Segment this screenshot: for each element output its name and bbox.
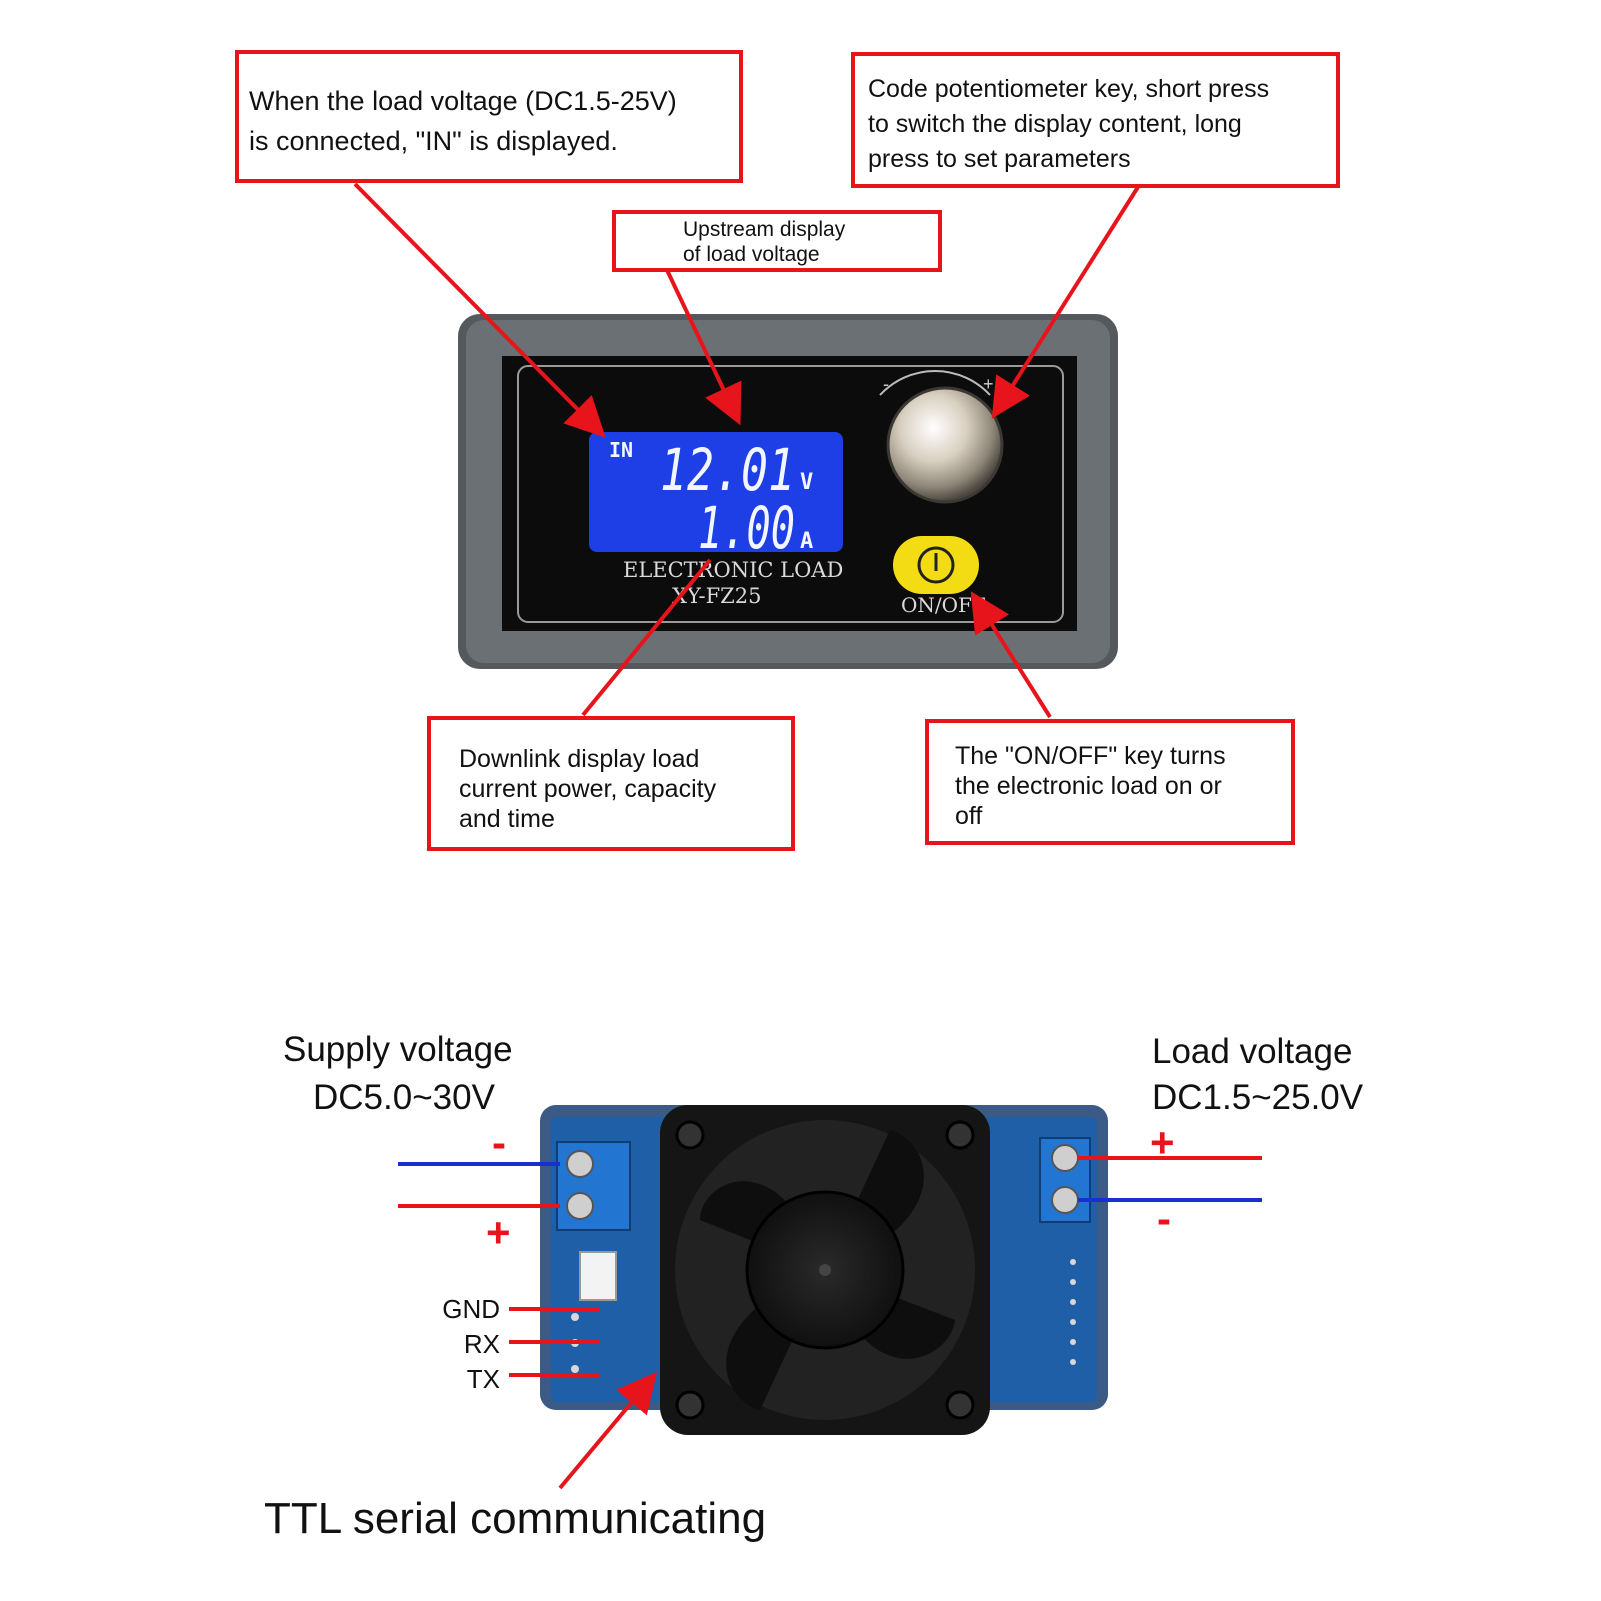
load-plus-sign: + xyxy=(1150,1119,1175,1166)
callout-in-indicator: When the load voltage (DC1.5-25V) is con… xyxy=(235,50,743,183)
pin-leader-lines xyxy=(509,1307,600,1377)
load-voltage-label: Load voltage xyxy=(1152,1032,1353,1071)
lcd-in-indicator: IN xyxy=(609,438,633,462)
load-minus-sign: - xyxy=(1157,1195,1171,1242)
power-icon xyxy=(917,546,955,584)
callout-in-indicator-text: When the load voltage (DC1.5-25V) is con… xyxy=(249,86,677,156)
cooling-fan xyxy=(660,1105,990,1435)
supply-terminal-block xyxy=(556,1141,631,1231)
load-wires xyxy=(1078,1156,1262,1202)
supply-voltage-range: DC5.0~30V xyxy=(313,1078,495,1117)
lcd-current-value: 1.00 xyxy=(698,494,795,562)
lcd-current-unit: A xyxy=(800,529,813,554)
onoff-button-label: ON/OFF xyxy=(901,593,986,617)
supply-wires xyxy=(398,1162,560,1208)
lcd-display: IN 12.01 V 1.00 A xyxy=(589,432,843,562)
ttl-arrow xyxy=(558,1371,658,1490)
pin-label-rx: RX xyxy=(463,1329,500,1359)
lcd-voltage-unit: V xyxy=(800,470,813,495)
onoff-button[interactable] xyxy=(893,536,979,594)
callout-arrows xyxy=(353,182,1140,719)
callout-downlink: Downlink display load current power, cap… xyxy=(427,716,795,851)
panel-label-line1: ELECTRONIC LOAD xyxy=(623,558,843,582)
pin-label-gnd: GND xyxy=(442,1294,500,1324)
knob-minus-icon: - xyxy=(883,374,889,394)
callout-downlink-text: Downlink display load current power, cap… xyxy=(459,745,717,833)
callout-encoder: Code potentiometer key, short press to s… xyxy=(851,52,1340,188)
knob-plus-icon: + xyxy=(983,374,994,394)
supply-minus-sign: - xyxy=(492,1119,506,1166)
load-voltage-range: DC1.5~25.0V xyxy=(1152,1078,1364,1117)
callout-onoff: The "ON/OFF" key turns the electronic lo… xyxy=(925,719,1295,845)
callout-encoder-text: Code potentiometer key, short press to s… xyxy=(868,75,1270,173)
supply-plus-sign: + xyxy=(486,1209,511,1256)
callout-upstream: Upstream display of load voltage xyxy=(612,210,942,272)
callout-upstream-text: Upstream display of load voltage xyxy=(683,218,846,266)
callout-onoff-text: The "ON/OFF" key turns the electronic lo… xyxy=(955,742,1226,830)
supply-voltage-label: Supply voltage xyxy=(283,1030,513,1069)
encoder-knob[interactable]: - + xyxy=(879,369,1004,504)
lcd-voltage-value: 12.01 xyxy=(660,436,795,504)
ttl-serial-label: TTL serial communicating xyxy=(264,1494,767,1543)
pin-label-tx: TX xyxy=(466,1364,500,1394)
